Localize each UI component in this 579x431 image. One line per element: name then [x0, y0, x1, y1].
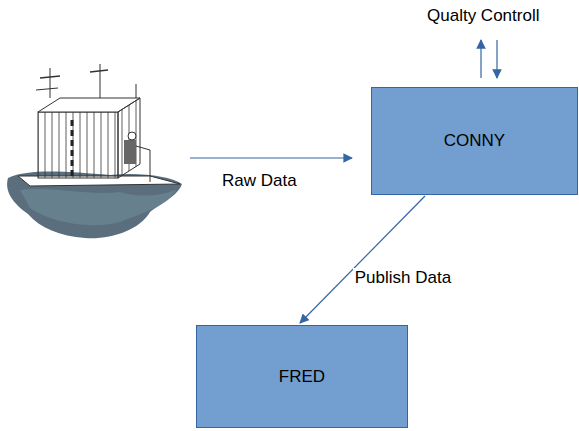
annotation-label: Qualty Controll [425, 6, 541, 26]
edge-label: Publish Data [353, 268, 453, 288]
raw-data-arrow [190, 157, 352, 158]
process-box: CONNY [371, 87, 578, 195]
qc-out-arrow [480, 40, 481, 78]
qc-in-arrow [496, 40, 497, 78]
box-label: CONNY [436, 127, 513, 155]
platform-illustration [7, 64, 182, 238]
process-box: FRED [196, 325, 408, 428]
box-label: FRED [271, 363, 333, 391]
annotation-label: Raw Data [220, 171, 299, 191]
connector-arrow [300, 196, 425, 323]
